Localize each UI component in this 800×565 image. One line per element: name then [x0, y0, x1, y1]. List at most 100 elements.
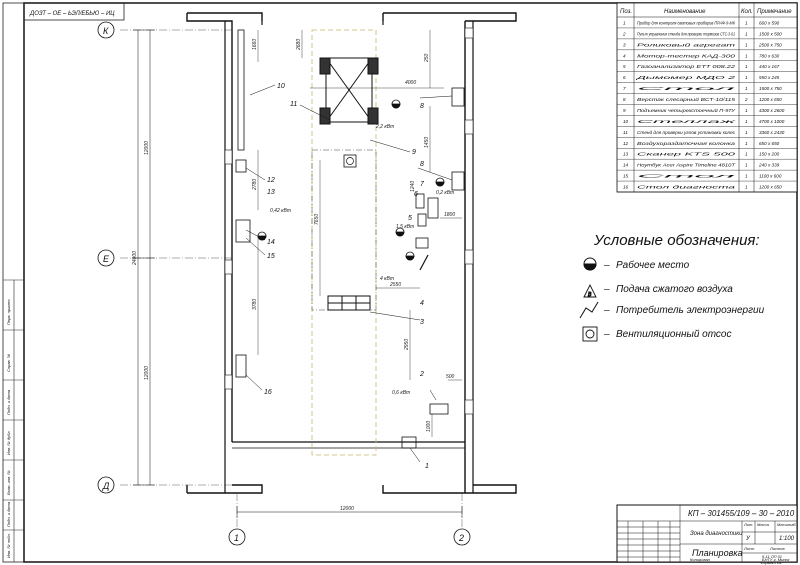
table-cell-name: Стеллаж [637, 119, 739, 124]
table-header-note: Примечание [757, 9, 792, 15]
table-cell-name: Воздухораздаточная колонка [637, 141, 736, 146]
ventilation-icon [582, 326, 598, 342]
table-cell-qty: 1 [745, 174, 748, 179]
table-cell-qty: 1 [745, 152, 748, 157]
legend-dash: – [603, 305, 610, 316]
legend-workplace-label: Рабочее место [616, 259, 690, 271]
table-cell-pos: 10 [623, 119, 629, 124]
callout-number: 4 [420, 300, 424, 307]
rack [237, 29, 245, 151]
scale-label: Масштаб [777, 522, 796, 527]
table-cell-note: 1200 х 650 [759, 185, 782, 190]
table-cell-qty: 1 [745, 108, 748, 113]
table-cell-name: Стенд для проверки углов установки колес [637, 130, 736, 135]
table-cell-name: Сканер KTS 500 [637, 152, 736, 157]
table-cell-name: Верстак слесарный ВСТ-10/115 [637, 96, 736, 102]
table-cell-note: 150 х 200 [759, 152, 780, 157]
table-header-pos: Поз. [620, 9, 632, 15]
sidebar-stamp: Инв. № дубл. [6, 430, 11, 455]
table-cell-qty: 1 [745, 130, 748, 135]
table-cell-pos: 11 [623, 130, 628, 135]
power-label: 1,5 кВт [396, 224, 414, 230]
table-cell-note: 4700 х 1000 [759, 119, 785, 124]
callout-number: 5 [408, 215, 412, 222]
drawing-name: Планировка [692, 548, 743, 558]
dim-label: 4000 [405, 80, 416, 86]
floor-plan [120, 12, 517, 530]
legend-dash: – [603, 329, 610, 340]
table-cell-qty: 1 [745, 141, 748, 146]
group-label: 5-11 ЛП 01 [762, 554, 782, 559]
dimension-labels: 24000 12000 12000 12000 1660 2680 4000 2… [132, 39, 455, 512]
table-cell-pos: 6 [623, 75, 626, 80]
table-cell-pos: 13 [623, 152, 629, 157]
axis-row-top: К [97, 21, 115, 39]
table-cell-note: 660 х 590 [759, 20, 780, 25]
format-label: Формат А1 [760, 560, 782, 565]
dim-label: 1240 [410, 181, 416, 192]
table-cell-name: Прибор для контроля световых приборов ПР… [637, 20, 735, 25]
dim-lower-height: 12000 [144, 366, 150, 380]
sheets-label: Листов [769, 546, 785, 551]
table-cell-note: 650 х 650 [759, 141, 780, 146]
diagnostician-table [235, 354, 247, 378]
alignment-stand [319, 57, 379, 125]
table-cell-qty: 1 [745, 64, 748, 69]
dim-label: 1450 [424, 137, 430, 148]
dim-upper-height: 12000 [144, 141, 150, 155]
legend-air-label: Подача сжатого воздуха [616, 284, 733, 295]
power-labels: 2,2 кВт 0,42 кВт 0,2 кВт 1,5 кВт 4 кВт 0… [270, 124, 454, 396]
callout-number: 14 [267, 239, 275, 246]
table-cell-note: 1500 х 750 [759, 86, 782, 91]
dim-label: 1800 [444, 212, 455, 218]
drawing-code: КП – 301455/109 – 30 – 2010 [688, 509, 795, 518]
wall-left [186, 13, 233, 442]
inner-frame [23, 2, 798, 563]
table-cell-qty: 1 [745, 119, 748, 124]
table-cell-note: 780 х 630 [759, 53, 780, 58]
table-cell-note: 1100 х 600 [759, 174, 782, 179]
vent-square [343, 154, 357, 168]
dim-label: 7650 [314, 214, 320, 225]
table-header-qty: Кол. [741, 9, 753, 15]
table-cell-pos: 8 [623, 97, 626, 102]
dim-label: 2680 [296, 39, 302, 51]
callout-number: 7 [420, 181, 425, 188]
dim-label: 2950 [404, 339, 410, 351]
callout-numbers: 1 2 3 4 5 6 7 8 8 9 10 11 12 13 14 15 16 [264, 83, 429, 470]
spec-table: 1 Прибор для контроля световых приборов П… [616, 2, 798, 193]
dim-label: 2550 [389, 282, 401, 288]
table-cell-pos: 12 [623, 141, 629, 146]
workbench [451, 87, 465, 107]
svg-text:В: В [588, 292, 592, 298]
dim-label: 2780 [252, 179, 258, 191]
table-cell-qty: 1 [745, 31, 748, 36]
dim-total-width: 12000 [340, 506, 354, 512]
legend-dash: – [603, 284, 610, 295]
power-label: 0,42 кВт [270, 208, 291, 214]
table-cell-name: Пульт управления стенда для проверки тор… [637, 31, 735, 36]
mass-label: Масса [757, 522, 770, 527]
table-cell-qty: 1 [745, 53, 748, 58]
dim-label: 250 [424, 53, 430, 63]
wall-bottom-left [187, 484, 263, 494]
legend-vent-label: Вентиляционный отсос [616, 329, 732, 340]
table-cell-qty: 1 [745, 185, 748, 190]
table-cell-name: Газоанализатор ЕТТ 008.22 [637, 64, 736, 69]
table-cell-pos: 15 [623, 174, 629, 179]
callout-number: 16 [264, 389, 272, 396]
power-label: 2,2 кВт [375, 124, 394, 130]
table-cell-name: Роликовый агрегат [637, 41, 735, 47]
power-consumer-icon [579, 301, 599, 319]
scale-value: 1:100 [779, 536, 795, 542]
axis-row-mid: Е [97, 249, 115, 267]
compressed-air-icon: В [583, 283, 597, 298]
table-cell-note: 4300 х 2600 [759, 108, 785, 113]
svg-text:1: 1 [234, 533, 239, 543]
dim-label: 1000 [426, 421, 432, 432]
wall-bottom-right [382, 484, 517, 494]
power-label: 0,6 кВт [392, 390, 410, 396]
rotated-code-box: ДОЗТ – ОЕ – ЬЭЛ/ЕБЬЮ – ИЦ [23, 2, 125, 21]
sidebar-stamp: Справ. № [6, 353, 11, 372]
